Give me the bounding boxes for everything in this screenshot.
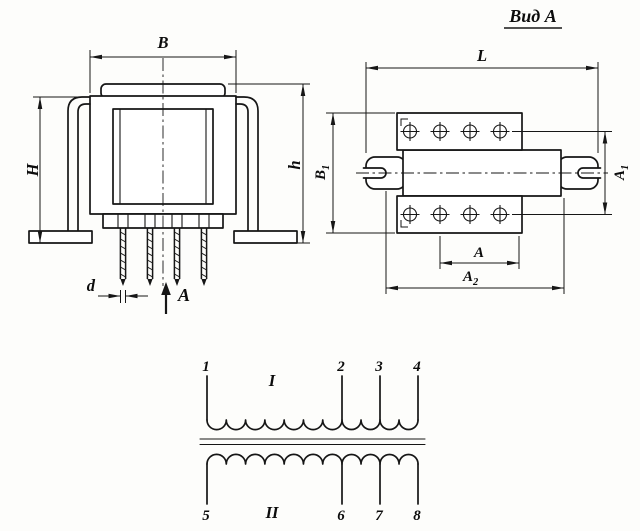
dim-A: A — [439, 236, 520, 269]
dim-L: L — [365, 46, 599, 153]
bracket-foot-left — [28, 230, 93, 244]
view-direction-arrow: A — [161, 282, 190, 314]
core-lines — [199, 438, 426, 446]
dim-A2: A 2 — [385, 191, 565, 294]
terminal-label-6: 6 — [337, 508, 345, 524]
primary-winding-label: I — [268, 371, 276, 390]
dim-A1-extension-lines — [512, 131, 612, 215]
pin-2 — [146, 227, 154, 287]
dim-B1-extension-lines — [326, 112, 395, 234]
terminal-label-8: 8 — [413, 508, 421, 524]
terminal-label-3: 3 — [374, 359, 383, 375]
pin-1 — [119, 227, 127, 287]
dim-A2-label-base: A — [462, 269, 473, 285]
dim-L-extension-lines — [365, 62, 599, 153]
primary-winding — [206, 419, 419, 431]
view-arrow-label: A — [177, 285, 190, 305]
dim-A1-label-sub: 1 — [620, 165, 631, 170]
dim-B: B — [89, 33, 237, 93]
view-arrow-head — [161, 282, 171, 295]
mounting-bracket-left — [67, 96, 91, 232]
dim-A1-label-base: A — [612, 170, 628, 181]
dim-B1: B 1 — [313, 112, 395, 234]
dim-A2-label-sub: 2 — [472, 277, 479, 288]
bracket-foot-right — [233, 230, 298, 244]
view-a: Вид А L B 1 — [313, 6, 631, 294]
secondary-leads — [206, 463, 419, 505]
dim-H: H — [23, 96, 88, 244]
board-corner-marks — [400, 118, 408, 228]
dim-d-extension-lines — [120, 290, 126, 303]
dim-h: h — [228, 83, 310, 244]
winding-schematic: 1 2 3 4 I 5 6 7 8 II — [199, 359, 426, 524]
secondary-winding — [206, 453, 419, 465]
dim-d: d — [87, 276, 148, 303]
primary-leads — [206, 375, 419, 421]
terminal-label-5: 5 — [202, 508, 210, 524]
dim-h-label: h — [285, 160, 304, 169]
bobbin-walls — [119, 108, 207, 205]
mounting-bracket-right — [235, 96, 259, 232]
dim-B1-label-base: B — [313, 170, 329, 181]
dim-A2-extension-lines — [385, 191, 565, 294]
dim-A-label: A — [473, 245, 484, 261]
dim-B1-label-sub: 1 — [321, 165, 332, 170]
secondary-winding-label: II — [265, 503, 279, 522]
dim-H-label: H — [23, 162, 42, 177]
dim-L-label: L — [476, 46, 487, 65]
terminal-label-4: 4 — [412, 359, 421, 375]
terminal-label-1: 1 — [202, 359, 210, 375]
pin-4 — [200, 227, 208, 287]
dim-d-label: d — [87, 276, 96, 295]
terminal-label-2: 2 — [336, 359, 345, 375]
pin-roots — [117, 213, 210, 229]
terminal-label-7: 7 — [375, 508, 383, 524]
dim-B-label: B — [156, 33, 168, 52]
view-a-title: Вид А — [508, 6, 556, 26]
pin-3 — [173, 227, 181, 287]
front-view: B H h d A — [23, 33, 310, 314]
dim-A1: A 1 — [512, 131, 631, 215]
